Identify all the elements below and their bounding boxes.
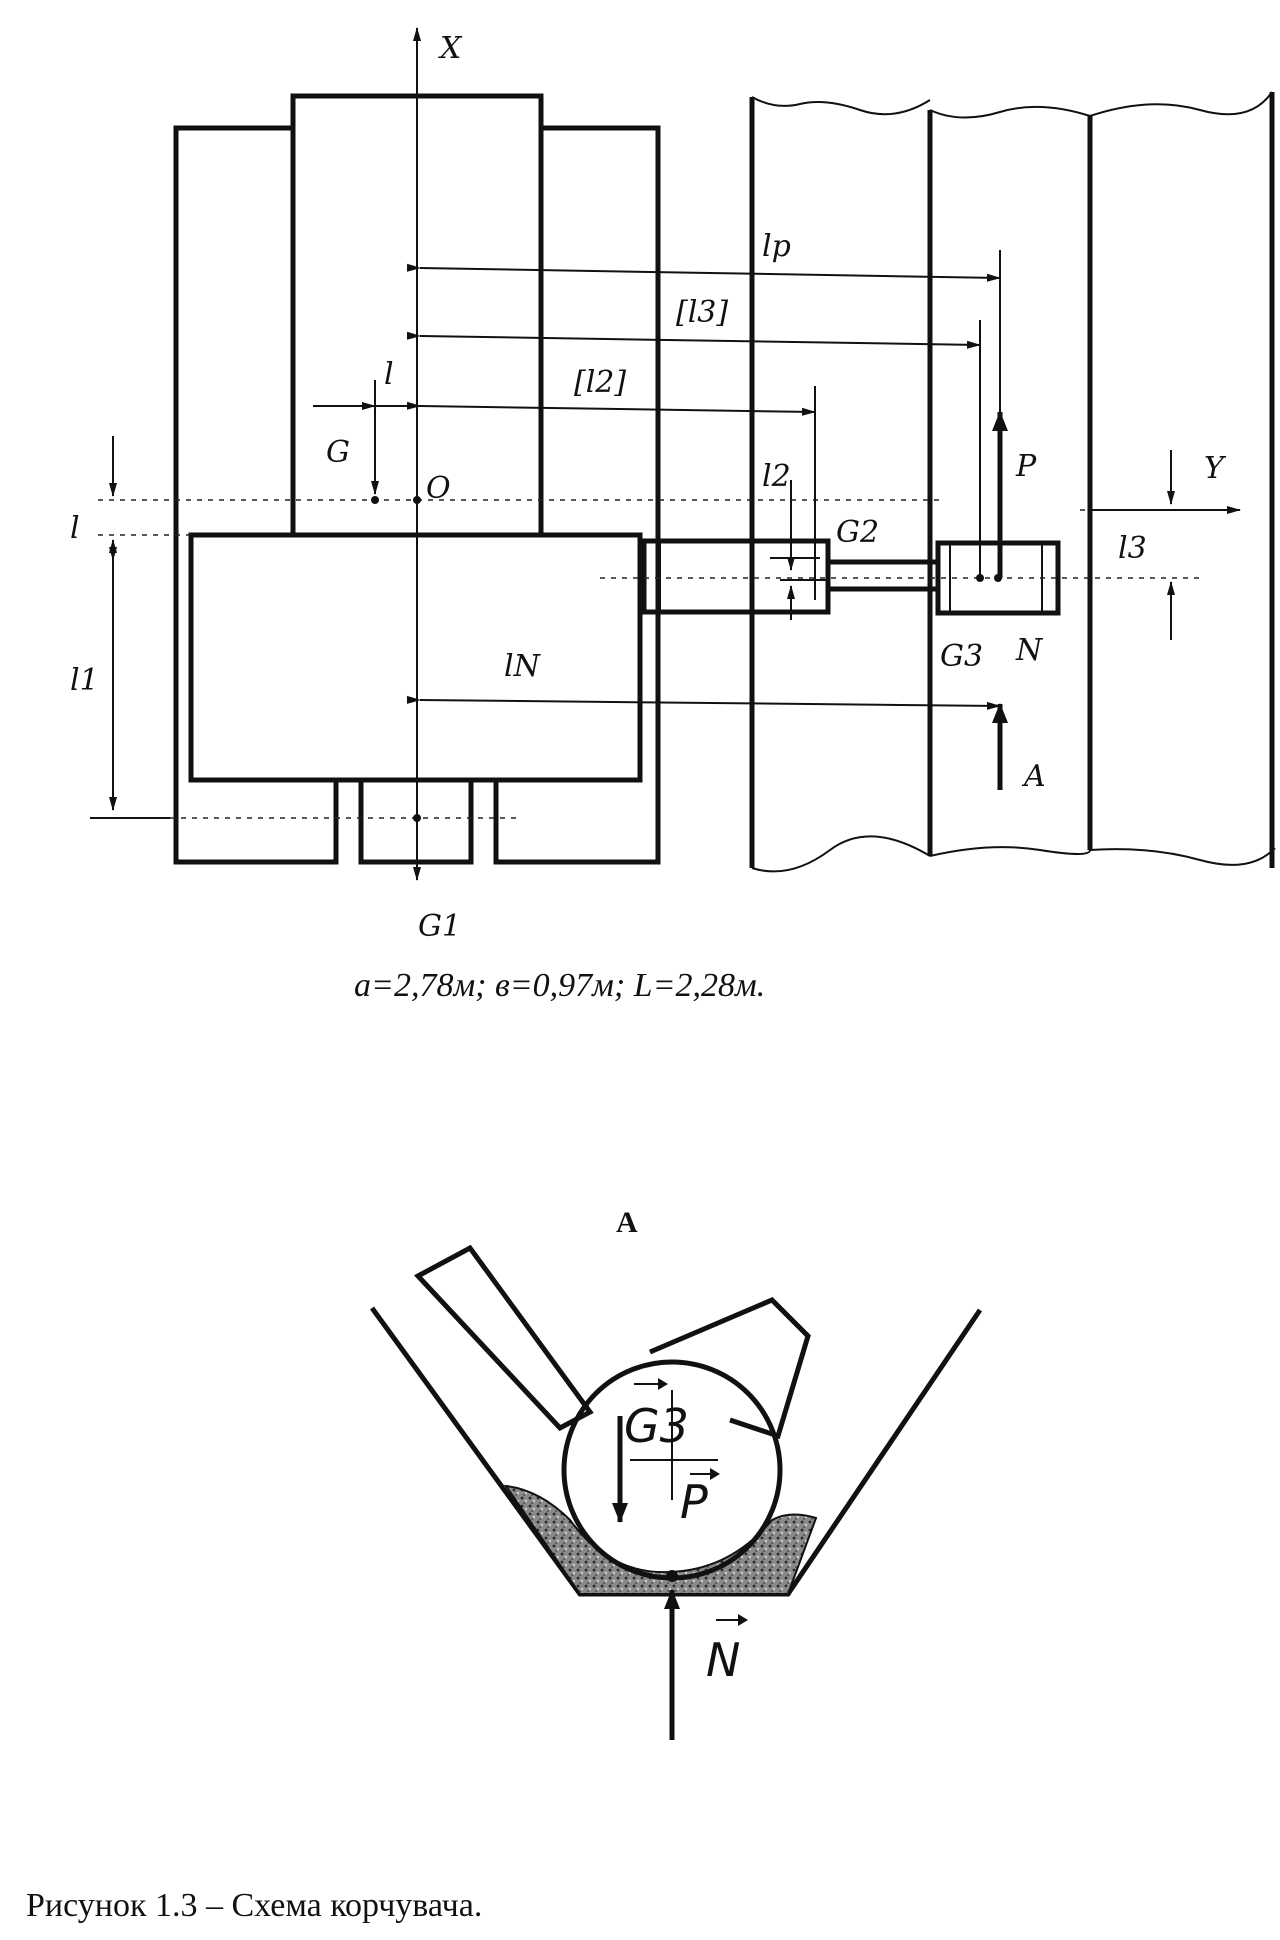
top-view: X Y O G l l l1 [l2] [l3] lp l2 l3 lN G1 …: [70, 27, 1276, 1004]
dim-l2-bracket: [406, 401, 816, 416]
label-g3: G3: [940, 639, 983, 674]
tool-arm: [413, 1244, 594, 1432]
figure-caption: Рисунок 1.3 – Схема корчувача.: [26, 1887, 482, 1924]
main-frame: [188, 532, 643, 783]
label-g2: G2: [836, 515, 879, 550]
label-ln: lN: [504, 649, 542, 684]
label-p-vector: P: [680, 1475, 708, 1529]
label-p: P: [1015, 449, 1037, 484]
label-lp: lp: [762, 229, 791, 264]
label-x-axis: X: [438, 31, 463, 66]
label-g1: G1: [418, 909, 461, 944]
label-l-small: l: [384, 357, 394, 392]
rod: [825, 559, 941, 592]
cylinder-g2: [641, 538, 831, 615]
label-origin: O: [426, 471, 451, 506]
label-n-vector: N: [706, 1633, 740, 1687]
label-g3-vector: G3: [624, 1399, 689, 1453]
label-g: G: [326, 435, 350, 470]
view-a-title: А: [616, 1206, 638, 1239]
view-a: А G3 P N: [369, 1206, 983, 1740]
label-l1: l1: [70, 663, 99, 698]
label-l-left: l: [70, 511, 80, 546]
label-l2-bracket: [l2]: [574, 365, 626, 400]
label-l3: l3: [1118, 531, 1147, 566]
label-l3-bracket: [l3]: [676, 295, 728, 330]
label-y-axis: Y: [1204, 451, 1227, 486]
tool-block: [649, 1297, 811, 1440]
label-l2: l2: [762, 459, 791, 494]
parameters-text: a=2,78м; в=0,97м; L=2,28м.: [354, 967, 765, 1004]
dim-ln: [406, 695, 1001, 710]
dim-lp: [406, 263, 1001, 282]
label-a: A: [1021, 759, 1046, 794]
label-n: N: [1015, 633, 1044, 668]
dim-l3-bracket: [406, 331, 981, 349]
